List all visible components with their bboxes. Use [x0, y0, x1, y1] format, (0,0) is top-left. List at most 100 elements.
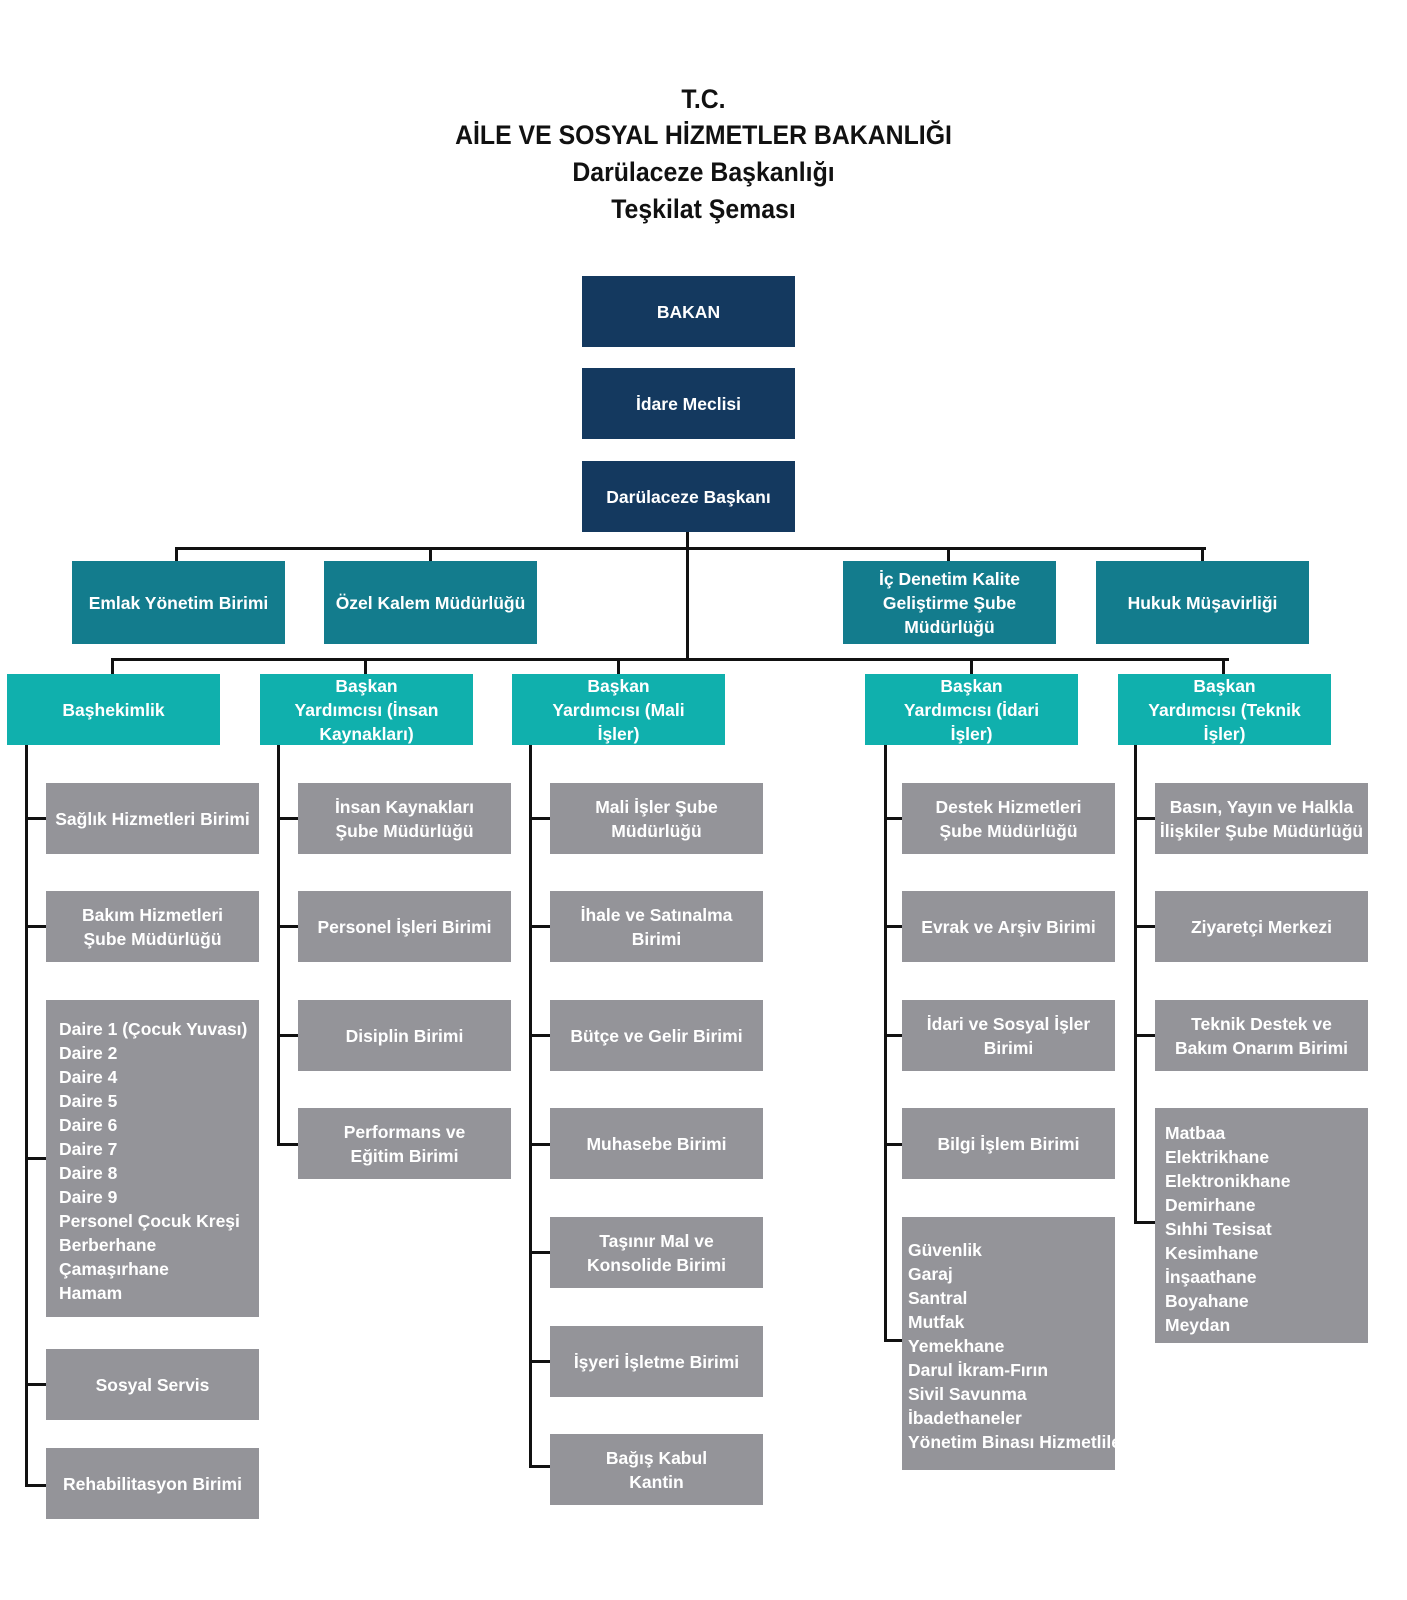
node-teknik-list: Matbaa Elektrikhane Elektronikhane Demir…: [1155, 1108, 1368, 1343]
list-item: Daire 8: [59, 1163, 118, 1183]
list-item: Sivil Savunma: [908, 1384, 1027, 1404]
title-line-4: Teşkilat Şeması: [611, 194, 796, 224]
node-evrak-arsiv: Evrak ve Arşiv Birimi: [902, 891, 1115, 962]
node-insan-kaynaklari-sube: İnsan Kaynakları Şube Müdürlüğü: [298, 783, 511, 854]
list-item: Daire 4: [59, 1067, 118, 1087]
connector-col4-tick: [884, 817, 904, 820]
node-rehabilitasyon: Rehabilitasyon Birimi: [46, 1448, 259, 1519]
node-bilgi-islem: Bilgi İşlem Birimi: [902, 1108, 1115, 1179]
node-by-idari-isler: Başkan Yardımcısı (İdari İşler): [865, 674, 1078, 745]
connector-col2-spine: [277, 745, 280, 1146]
connector-col2-tick: [277, 1034, 299, 1037]
list-item: Daire 2: [59, 1043, 118, 1063]
node-mali-isler-sube: Mali İşler Şube Müdürlüğü: [550, 783, 763, 854]
connector-col2-tick: [277, 817, 299, 820]
node-by-teknik-isler: Başkan Yardımcısı (Teknik İşler): [1118, 674, 1331, 745]
list-item: Santral: [908, 1288, 968, 1308]
connector-dept-bar: [111, 658, 1229, 661]
node-by-mali-isler: Başkan Yardımcısı (Mali İşler): [512, 674, 725, 745]
connector-dept-1: [111, 658, 114, 676]
connector-col1-tick: [25, 925, 47, 928]
node-saglik-hizmetleri: Sağlık Hizmetleri Birimi: [46, 783, 259, 854]
node-daire-list: Daire 1 (Çocuk Yuvası) Daire 2 Daire 4 D…: [46, 1000, 259, 1317]
node-ic-denetim: İç Denetim Kalite Geliştirme Şube Müdürl…: [843, 561, 1056, 644]
node-performans-egitim: Performans ve Eğitim Birimi: [298, 1108, 511, 1179]
node-destek-hizmetleri: Destek Hizmetleri Şube Müdürlüğü: [902, 783, 1115, 854]
node-idari-list: Güvenlik Garaj Santral Mutfak Yemekhane …: [902, 1217, 1128, 1470]
node-idare-meclisi: İdare Meclisi: [582, 368, 795, 439]
node-sosyal-servis: Sosyal Servis: [46, 1349, 259, 1420]
node-hukuk: Hukuk Müşavirliği: [1096, 561, 1309, 644]
list-item: Yemekhane: [908, 1336, 1005, 1356]
node-ziyaretci-merkezi: Ziyaretçi Merkezi: [1155, 891, 1368, 962]
node-bakan: BAKAN: [582, 276, 795, 347]
list-item: Sıhhi Tesisat: [1165, 1219, 1272, 1239]
connector-col3-tick: [529, 1034, 551, 1037]
list-item: Güvenlik: [908, 1240, 982, 1260]
connector-col4-tick: [884, 1034, 904, 1037]
node-bagis-kabul: Bağış Kabul Kantin: [550, 1434, 763, 1505]
list-item: Daire 9: [59, 1187, 118, 1207]
list-item: İnşaathane: [1165, 1267, 1257, 1287]
connector-col4-spine: [884, 745, 887, 1342]
node-basin-yayin: Basın, Yayın ve Halkla İlişkiler Şube Mü…: [1155, 783, 1368, 854]
connector-col5-spine: [1134, 745, 1137, 1224]
list-item: Daire 6: [59, 1115, 118, 1135]
list-item: Yönetim Binası Hizmetliler: [908, 1432, 1128, 1452]
connector-col3-tick: [529, 1360, 551, 1363]
node-darulaceze-baskani: Darülaceze Başkanı: [582, 461, 795, 532]
list-item: İbadethaneler: [908, 1408, 1022, 1428]
list-item: Daire 5: [59, 1091, 118, 1111]
title-line-3: Darülaceze Başkanlığı: [572, 157, 835, 187]
connector-col3-tick: [529, 1251, 551, 1254]
list-item: Çamaşırhane: [59, 1259, 169, 1279]
connector-col1-tick: [25, 1157, 47, 1160]
node-idari-sosyal: İdari ve Sosyal İşler Birimi: [902, 1000, 1115, 1071]
node-personel-isleri: Personel İşleri Birimi: [298, 891, 511, 962]
connector-dept-3: [617, 658, 620, 676]
list-item: Demirhane: [1165, 1195, 1256, 1215]
connector-col4-tick: [884, 1143, 904, 1146]
connector-col2-tick: [277, 925, 299, 928]
connector-dept-5: [1222, 658, 1225, 676]
list-item: Garaj: [908, 1264, 953, 1284]
connector-staff-3: [947, 547, 950, 562]
list-item: Boyahane: [1165, 1291, 1249, 1311]
node-bakim-hizmetleri: Bakım Hizmetleri Şube Müdürlüğü: [46, 891, 259, 962]
connector-col3-tick: [529, 925, 551, 928]
connector-col1-spine: [25, 745, 28, 1487]
title-line-1: T.C.: [681, 84, 726, 114]
connector-trunk: [686, 531, 689, 661]
connector-col5-tick: [1134, 817, 1156, 820]
list-item: Elektronikhane: [1165, 1171, 1291, 1191]
node-ihale-satinalma: İhale ve Satınalma Birimi: [550, 891, 763, 962]
title-line-2: AİLE VE SOSYAL HİZMETLER BAKANLIĞI: [455, 120, 952, 150]
list-item: Berberhane: [59, 1235, 157, 1255]
node-emlak-yonetim: Emlak Yönetim Birimi: [72, 561, 285, 644]
connector-staff-2: [429, 547, 432, 562]
list-item: Daire 1 (Çocuk Yuvası): [59, 1019, 248, 1039]
list-item: Mutfak: [908, 1312, 965, 1332]
node-butce-gelir: Bütçe ve Gelir Birimi: [550, 1000, 763, 1071]
connector-col3-tick: [529, 1465, 551, 1468]
node-disiplin: Disiplin Birimi: [298, 1000, 511, 1071]
list-item: Elektrikhane: [1165, 1147, 1270, 1167]
list-item: Kesimhane: [1165, 1243, 1259, 1263]
connector-col3-tick: [529, 817, 551, 820]
connector-col3-tick: [529, 1143, 551, 1146]
connector-dept-4: [970, 658, 973, 676]
list-item: Daire 7: [59, 1139, 118, 1159]
connector-col4-tick: [884, 1339, 904, 1342]
connector-dept-2: [364, 658, 367, 676]
connector-col3-spine: [529, 745, 532, 1468]
node-teknik-destek: Teknik Destek ve Bakım Onarım Birimi: [1155, 1000, 1368, 1071]
connector-col5-tick: [1134, 1034, 1156, 1037]
connector-col5-tick: [1134, 925, 1156, 928]
list-item: Matbaa: [1165, 1123, 1226, 1143]
connector-col2-tick: [277, 1143, 299, 1146]
connector-staff-4: [1201, 547, 1204, 562]
list-item: Personel Çocuk Kreşi: [59, 1211, 240, 1231]
connector-col1-tick: [25, 817, 47, 820]
list-item: Darul İkram-Fırın: [908, 1360, 1049, 1380]
connector-col1-tick: [25, 1484, 47, 1487]
